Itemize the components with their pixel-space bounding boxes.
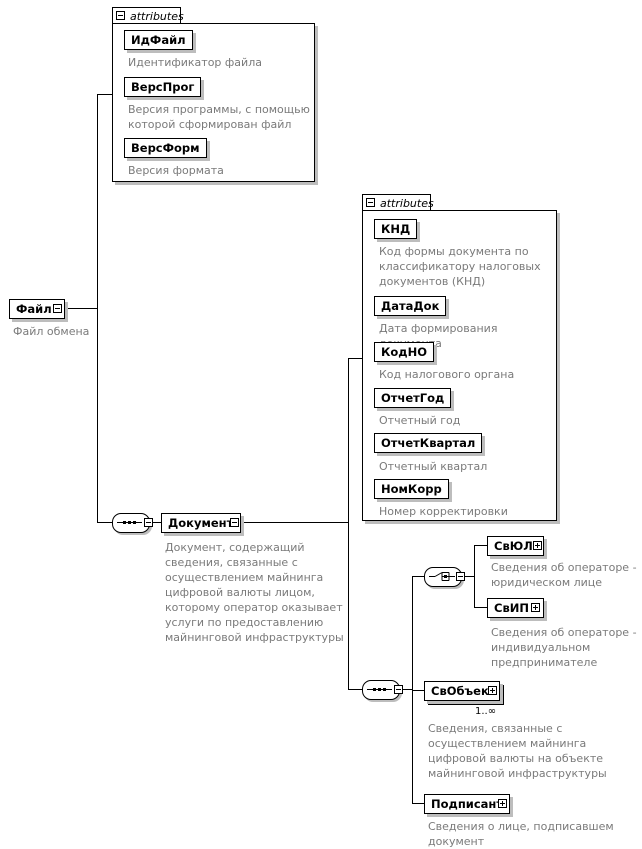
attr-otchetkvartal[interactable]: ОтчетКвартал <box>374 433 483 453</box>
element-svip-desc: Сведения об операторе - индивидуальном п… <box>491 626 637 669</box>
collapse-icon[interactable] <box>116 11 125 20</box>
element-podpisant[interactable]: Подписант <box>424 794 510 814</box>
file-attributes-box: ИдФайл Идентификатор файла ВерсПрог Верс… <box>112 23 315 182</box>
element-document-label: Документ <box>168 516 234 530</box>
collapse-icon[interactable] <box>456 572 465 581</box>
attr-kodno-desc: Код налогового органа <box>379 368 515 381</box>
element-podpisant-label: Подписант <box>431 797 504 811</box>
element-svul-label: СвЮЛ <box>494 539 533 553</box>
document-attributes-box: КНД Код формы документа по классификатор… <box>362 210 557 521</box>
expand-icon[interactable] <box>531 603 540 612</box>
collapse-icon[interactable] <box>394 685 403 694</box>
document-attributes-tab-label: attributes <box>380 197 434 210</box>
attr-otchetgod[interactable]: ОтчетГод <box>374 388 452 408</box>
element-podpisant-desc: Сведения о лице, подписавшем документ <box>428 820 614 848</box>
file-attributes-tab-label: attributes <box>130 10 184 23</box>
element-svobject-desc: Сведения, связанные с осуществлением май… <box>428 722 607 780</box>
attr-datadok[interactable]: ДатаДок <box>374 296 447 316</box>
attr-otchetgod-desc: Отчетный год <box>379 414 461 427</box>
attr-idfile[interactable]: ИдФайл <box>124 30 193 50</box>
element-svul-desc: Сведения об операторе - юридическом лице <box>491 561 637 589</box>
element-svip-label: СвИП <box>494 601 529 615</box>
attr-versprog[interactable]: ВерсПрог <box>124 77 202 97</box>
attr-knd[interactable]: КНД <box>374 219 418 239</box>
occurrence-label: 1..∞ <box>475 706 497 717</box>
element-svul[interactable]: СвЮЛ <box>487 536 544 556</box>
element-document-desc: Документ, содержащий сведения, связанные… <box>165 541 344 644</box>
collapse-icon[interactable] <box>366 198 375 207</box>
attr-versform-desc: Версия формата <box>128 164 224 177</box>
attr-nomkorr-desc: Номер корректировки <box>379 505 508 518</box>
element-file-label: Файл <box>16 302 52 316</box>
element-file-desc: Файл обмена <box>13 325 90 338</box>
attr-knd-desc: Код формы документа по классификатору на… <box>379 245 541 288</box>
element-document[interactable]: Документ <box>161 513 241 533</box>
collapse-icon[interactable] <box>230 518 239 527</box>
element-svobject-label: СвОбъект <box>431 684 496 698</box>
attr-idfile-desc: Идентификатор файла <box>128 56 262 69</box>
attr-versprog-desc: Версия программы, с помощью которой сфор… <box>128 103 310 131</box>
choice-compositor-icon[interactable] <box>424 567 462 587</box>
attr-nomkorr[interactable]: НомКорр <box>374 479 449 499</box>
expand-icon[interactable] <box>488 686 497 695</box>
document-attributes-tab[interactable]: attributes <box>362 194 434 211</box>
attr-versform[interactable]: ВерсФорм <box>124 138 207 158</box>
attr-otchetkvartal-desc: Отчетный квартал <box>379 460 488 473</box>
attr-kodno[interactable]: КодНО <box>374 342 434 362</box>
expand-icon[interactable] <box>533 541 542 550</box>
collapse-icon[interactable] <box>144 518 153 527</box>
element-file[interactable]: Файл <box>9 299 65 319</box>
collapse-icon[interactable] <box>53 304 62 313</box>
expand-icon[interactable] <box>498 799 507 808</box>
element-svobject[interactable]: СвОбъект <box>424 681 500 701</box>
file-attributes-tab[interactable]: attributes <box>112 7 184 24</box>
element-svip[interactable]: СвИП <box>487 598 544 618</box>
